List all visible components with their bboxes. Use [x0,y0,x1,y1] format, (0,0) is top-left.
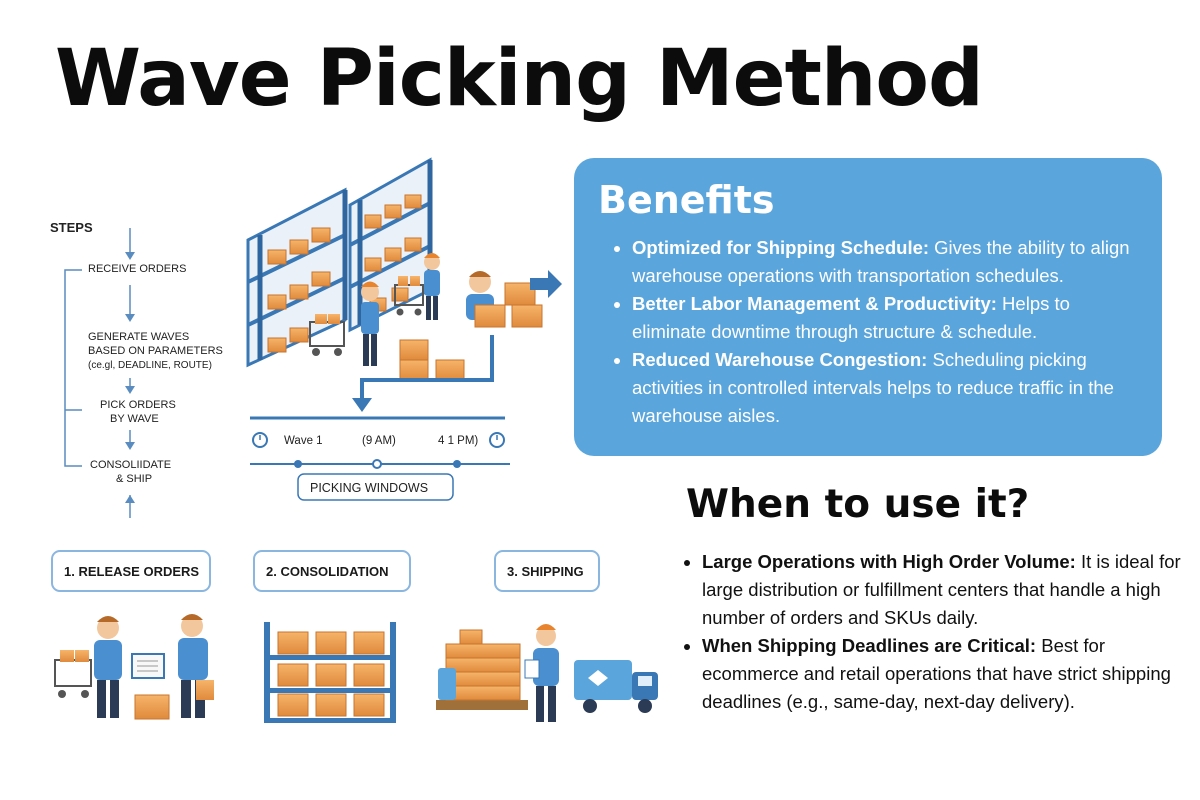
stage-3-label: 3. SHIPPING [507,564,584,579]
steps-flow: STEPS RECEIVE ORDERS GENERATE WAVES BASE… [50,220,223,518]
benefit-title: Optimized for Shipping Schedule: [632,237,930,258]
when-text: It is ideal for large distribution or fu… [702,551,1181,628]
timeline-time-2: 4 1 PM) [438,435,478,447]
release-orders-scene [54,614,214,720]
when-heading: When to use it? [686,482,1030,527]
warehouse-illustration: STEPS RECEIVE ORDERS GENERATE WAVES BASE… [50,157,658,723]
benefit-item: Reduced Warehouse Congestion: Scheduling… [632,346,1144,430]
when-text: Best for ecommerce and retail operations… [702,635,1171,712]
benefits-heading: Benefits [598,178,775,222]
step-3-line2: BY WAVE [110,413,159,425]
clock-icon [489,432,505,448]
stage-2-label: 2. CONSOLIDATION [266,564,389,579]
step-2-line1: GENERATE WAVES [88,331,189,343]
warehouse-racks [246,157,433,368]
benefit-text: Gives the ability to align warehouse ope… [632,237,1130,286]
step-4-line1: CONSOLIIDATE [90,459,171,471]
stage-1-label: 1. RELEASE ORDERS [64,564,199,579]
clock-icon [252,432,268,448]
picking-windows-label: PICKING WINDOWS [310,481,428,495]
stage-labels: 1. RELEASE ORDERS 2. CONSOLIDATION 3. SH… [51,550,600,592]
picking-timeline: Wave 1 (9 AM) 4 1 PM) PICKING WINDOWS [250,416,510,501]
when-list: Large Operations with High Order Volume:… [684,548,1192,716]
step-2-line3: (ce.gl, DEADLINE, ROUTE) [88,360,212,371]
step-4-line2: & SHIP [116,473,152,485]
shipping-scene [436,624,658,722]
benefit-title: Better Labor Management & Productivity: [632,293,997,314]
worker-with-cart [309,281,379,366]
benefit-text: Helps to eliminate downtime through stru… [632,293,1070,342]
consolidation-shelf [264,622,396,723]
page-title: Wave Picking Method [55,34,984,124]
benefit-title: Reduced Warehouse Congestion: [632,349,928,370]
when-title: Large Operations with High Order Volume: [702,551,1076,572]
worker-with-cart-2 [394,253,440,320]
benefits-panel: Benefits Optimized for Shipping Schedule… [574,158,1162,456]
steps-heading: STEPS [50,220,93,235]
step-3-line1: PICK ORDERS [100,399,176,411]
when-item: Large Operations with High Order Volume:… [702,548,1192,632]
timeline-wave: Wave 1 [284,435,323,447]
box-stack-center [399,339,465,381]
benefit-text: Scheduling picking activities in control… [632,349,1114,426]
worker-packing [466,270,562,328]
when-item: When Shipping Deadlines are Critical: Be… [702,632,1192,716]
timeline-time-1: (9 AM) [362,435,396,447]
benefit-item: Better Labor Management & Productivity: … [632,290,1144,346]
step-2-line2: BASED ON PARAMETERS [88,345,223,357]
when-title: When Shipping Deadlines are Critical: [702,635,1037,656]
step-1-label: RECEIVE ORDERS [88,263,186,275]
benefits-list: Optimized for Shipping Schedule: Gives t… [598,234,1144,430]
benefit-item: Optimized for Shipping Schedule: Gives t… [632,234,1144,290]
